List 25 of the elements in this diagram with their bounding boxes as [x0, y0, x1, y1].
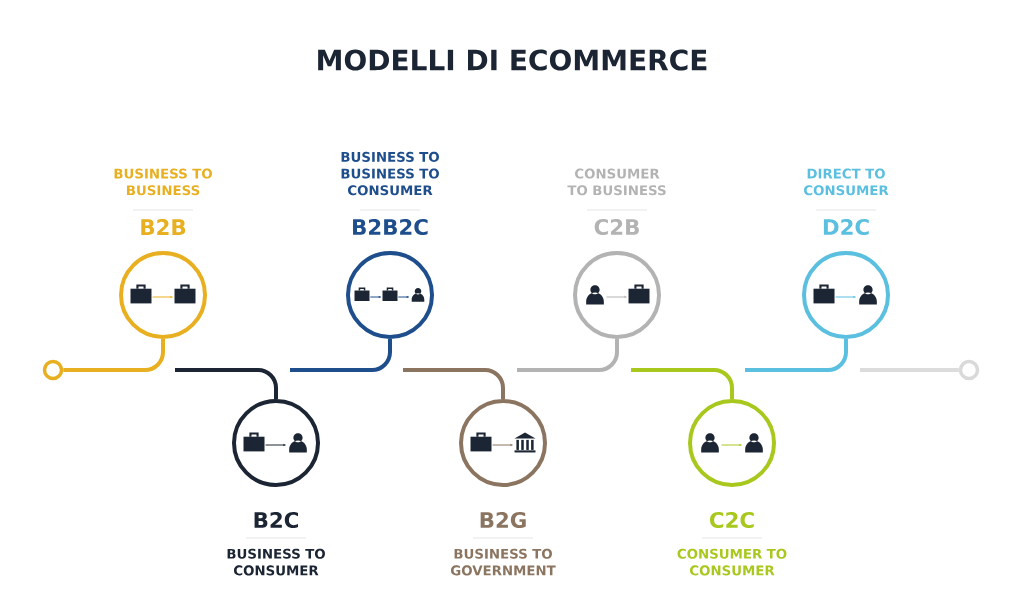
model-abbreviation: C2B: [594, 218, 639, 236]
model-name: BUSINESS TO BUSINESS: [114, 168, 212, 196]
model-abbreviation: B2B2C: [353, 218, 428, 236]
timeline-segment: [290, 339, 392, 372]
timeline-end-dot: [42, 359, 64, 381]
model-name: CONSUMER TO CONSUMER: [677, 548, 787, 576]
model-name: BUSINESS TO GOVERNMENT: [450, 548, 556, 576]
timeline-segment: [517, 339, 619, 372]
timeline-segment: [403, 368, 505, 399]
model-name: BUSINESS TO BUSINESS TO CONSUMER: [341, 151, 439, 196]
model-abbreviation: D2C: [823, 218, 869, 236]
timeline-segment: [745, 339, 848, 372]
timeline-end-dot: [958, 359, 980, 381]
timeline-segment: [631, 368, 734, 399]
title: MODELLI DI ECOMMERCE: [318, 49, 707, 71]
model-name: CONSUMER TO BUSINESS: [567, 168, 666, 196]
timeline-segment: [860, 368, 959, 372]
model-name: DIRECT TO CONSUMER: [804, 168, 889, 196]
model-abbreviation: C2C: [710, 511, 754, 529]
model-name: BUSINESS TO CONSUMER: [227, 548, 325, 576]
model-abbreviation: B2B: [141, 219, 186, 235]
timeline-segment: [175, 368, 278, 399]
timeline-segment: [63, 339, 165, 372]
model-abbreviation: B2C: [254, 511, 298, 529]
model-abbreviation: B2G: [480, 511, 526, 529]
